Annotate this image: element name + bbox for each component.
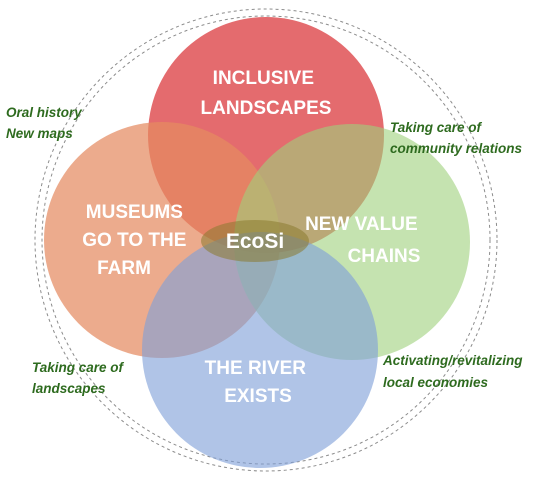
label-line: NEW VALUE: [305, 214, 418, 235]
label-line: FARM: [97, 258, 151, 279]
annotation-line: Oral history: [6, 105, 83, 120]
label-line: INCLUSIVE: [213, 68, 314, 89]
center-label-ecosi: EcoSi: [226, 230, 284, 253]
label-line: GO TO THE: [82, 230, 186, 251]
annotation-top-right: Taking care of community relations: [390, 120, 523, 156]
label-line: THE RIVER: [205, 358, 307, 379]
label-line: LANDSCAPES: [201, 98, 332, 119]
label-line: EXISTS: [224, 386, 292, 407]
label-new-value-chains: NEW VALUE CHAINS: [305, 214, 423, 267]
annotation-line: local economies: [383, 375, 489, 390]
annotation-line: Activating/revitalizing: [382, 353, 523, 368]
circle-the-river-exists: [142, 232, 378, 468]
label-line: CHAINS: [348, 246, 421, 267]
annotation-bottom-right: Activating/revitalizing local economies: [382, 353, 526, 390]
annotation-line: community relations: [390, 141, 523, 156]
label-inclusive-landscapes: INCLUSIVE LANDSCAPES: [201, 68, 332, 119]
annotation-bottom-left: Taking care of landscapes: [32, 360, 127, 396]
annotation-top-left: Oral history New maps: [6, 105, 86, 141]
label-museums-go-to-the-farm: MUSEUMS GO TO THE FARM: [82, 202, 191, 279]
label-the-river-exists: THE RIVER EXISTS: [205, 358, 312, 407]
annotation-line: Taking care of: [390, 120, 483, 135]
annotation-line: Taking care of: [32, 360, 125, 375]
annotation-line: landscapes: [32, 381, 106, 396]
outer-dashed-ring: [34, 8, 498, 472]
center-ecosi-ellipse: [201, 220, 309, 262]
label-line: MUSEUMS: [86, 202, 183, 223]
annotation-line: New maps: [6, 126, 73, 141]
inner-dashed-ring: [41, 15, 491, 465]
